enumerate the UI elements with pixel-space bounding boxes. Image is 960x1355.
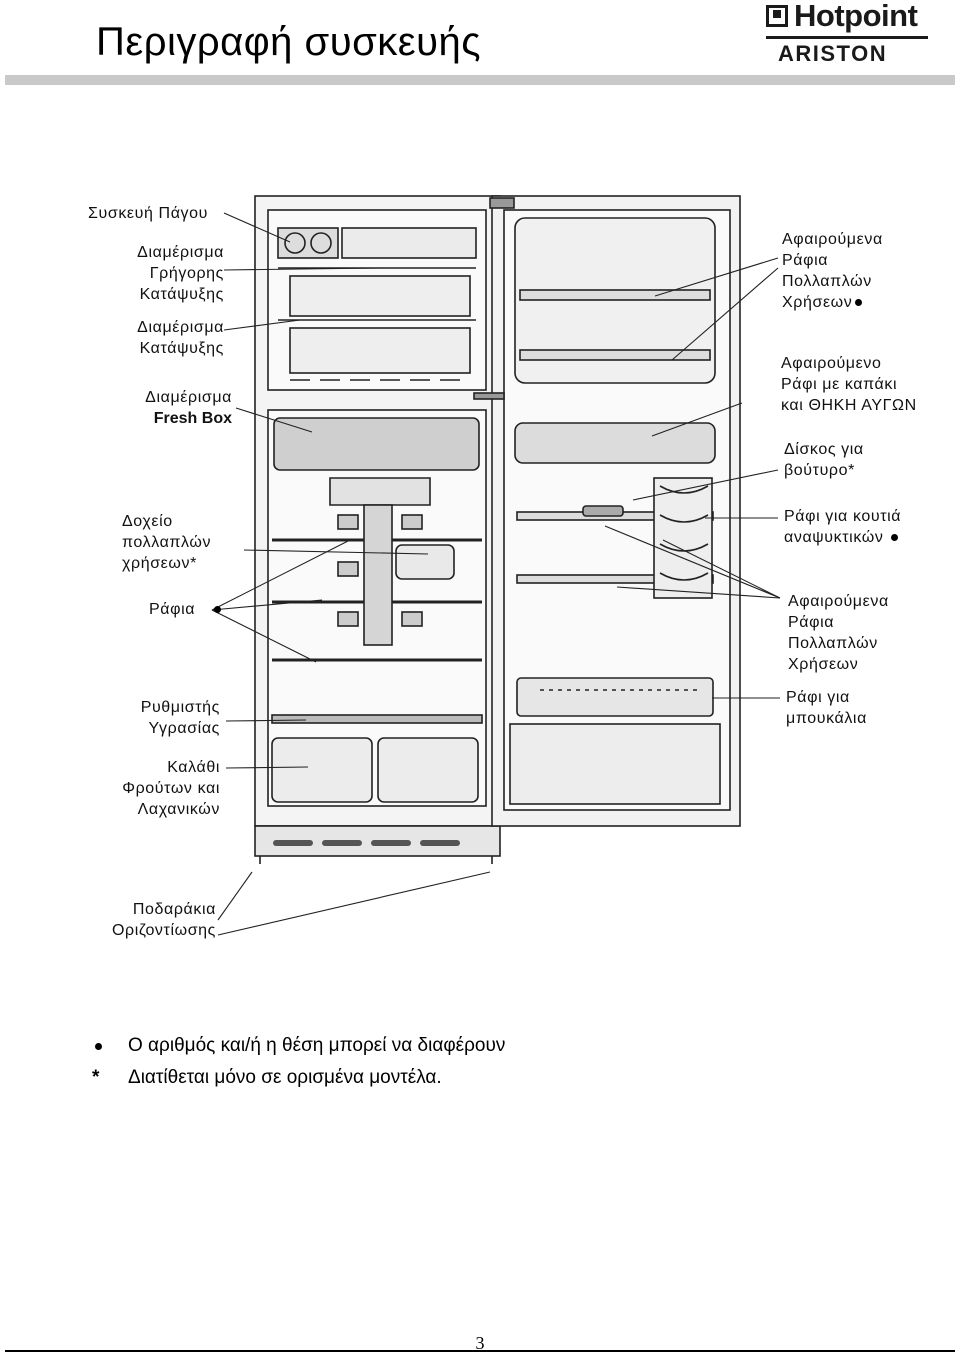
label-shelves: Ράφια	[149, 599, 222, 620]
label-cans-shelf: Ράφι για κουτιά αναψυκτικών	[784, 508, 902, 546]
bullet-icon	[95, 1042, 102, 1050]
bullet-marker	[891, 534, 899, 542]
bottom-rule	[5, 1350, 955, 1352]
label-crisper: Καλάθι Φρούτων και Λαχανικών	[122, 759, 220, 818]
page-number: 3	[475, 1333, 485, 1353]
label-butter: Δίσκος για βούτυρο*	[784, 441, 864, 479]
note-asterisk: * Διατίθεται μόνο σε ορισμένα μοντέλα.	[92, 1062, 505, 1094]
label-removable-shelves-top: Αφαιρούμενα Ράφια Πολλαπλών Χρήσεων	[782, 231, 883, 311]
bullet-marker	[214, 606, 222, 614]
label-fast-freeze: Διαμέρισμα Γρήγορης Κατάψυξης	[137, 244, 224, 303]
label-removable-shelves-mid: Αφαιρούμενα Ράφια Πολλαπλών Χρήσεων	[788, 593, 889, 673]
label-humidity: Ρυθμιστής Υγρασίας	[140, 699, 220, 737]
logo-brand-text: Hotpoint	[794, 0, 918, 33]
logo-divider	[766, 36, 928, 39]
label-multi-container: Δοχείο πολλαπλών χρήσεων*	[122, 513, 212, 572]
label-bottle-shelf: Ράφι για μπουκάλια	[786, 689, 867, 727]
footnotes: Ο αριθμός και/ή η θέση μπορεί να διαφέρο…	[92, 1030, 505, 1094]
logo-sub-text: ARISTON	[778, 41, 888, 66]
brand-logo: Hotpoint ARISTON	[766, 0, 936, 70]
bullet-marker	[855, 299, 863, 307]
label-fresh-box: Διαμέρισμα Fresh Box	[145, 389, 232, 427]
asterisk-symbol: *	[92, 1067, 100, 1088]
label-freezer: Συσκευή Πάγου	[88, 205, 208, 222]
brand-badge-icon	[766, 5, 788, 27]
note-bullet: Ο αριθμός και/ή η θέση μπορεί να διαφέρο…	[92, 1030, 505, 1062]
label-freeze: Διαμέρισμα Κατάψυξης	[137, 319, 224, 357]
label-egg-shelf: Αφαιρούμενο Ράφι με καπάκι και ΘΗΚΗ ΑΥΓΩ…	[781, 355, 917, 414]
page-title: Περιγραφή συσκευής	[96, 20, 482, 64]
header-rule	[5, 75, 955, 85]
label-feet: Ποδαράκια Οριζοντίωσης	[111, 901, 216, 939]
